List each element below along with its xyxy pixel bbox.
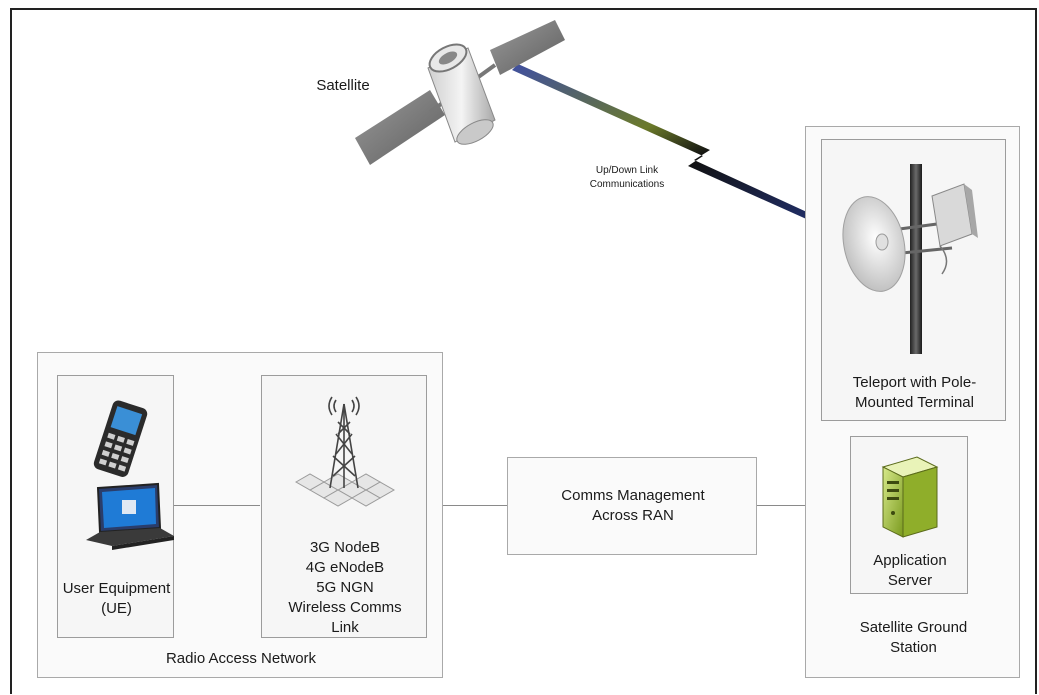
diagram-frame: [10, 8, 1037, 694]
teleport-box: Teleport with Pole- Mounted Terminal: [821, 139, 1006, 421]
application-server-box: Application Server: [850, 436, 968, 594]
satellite-label: Satellite: [316, 77, 370, 94]
radio-access-network-box: User Equipment (UE): [37, 352, 443, 678]
teleport-label-line1: Teleport with Pole-: [852, 374, 977, 391]
comms-mgmt-line1: Comms Management: [561, 487, 705, 504]
ue-label-line2: (UE): [101, 600, 132, 617]
teleport-label-line2: Mounted Terminal: [855, 394, 974, 411]
ground-station-title-line2: Station: [890, 639, 937, 656]
mobile-phone-icon: [93, 400, 148, 477]
bs-label-line3: 5G NGN: [316, 579, 374, 596]
ue-label-line1: User Equipment: [62, 580, 171, 597]
satellite-ground-station-box: Teleport with Pole- Mounted Terminal App…: [805, 126, 1020, 678]
link-label-line2: Communications: [589, 179, 665, 190]
laptop-icon: [86, 482, 174, 550]
comms-to-ground-line: [757, 505, 805, 506]
ground-station-title-line1: Satellite Ground: [859, 619, 968, 636]
satellite-icon: [355, 20, 565, 165]
ran-to-comms-line: [443, 505, 507, 506]
ue-to-basestation-line: [174, 505, 260, 506]
bs-label-line2: 4G eNodeB: [305, 559, 385, 576]
base-station-box: 3G NodeB 4G eNodeB 5G NGN Wireless Comms…: [261, 375, 427, 638]
bs-label-line4: Wireless Comms: [288, 599, 402, 616]
pole-mounted-dish-icon: [842, 164, 978, 354]
bs-label-line1: 3G NodeB: [309, 539, 381, 556]
server-label-line1: Application: [873, 552, 947, 569]
link-label-line1: Up/Down Link: [595, 165, 659, 176]
ran-title: Radio Access Network: [165, 650, 317, 667]
comms-management-box: Comms Management Across RAN: [507, 457, 757, 555]
server-icon: [881, 456, 939, 538]
cell-tower-icon: [294, 396, 396, 507]
bs-label-line5: Link: [331, 619, 359, 636]
comms-mgmt-line2: Across RAN: [592, 507, 674, 524]
user-equipment-box: User Equipment (UE): [57, 375, 174, 638]
server-label-line2: Server: [887, 572, 933, 589]
